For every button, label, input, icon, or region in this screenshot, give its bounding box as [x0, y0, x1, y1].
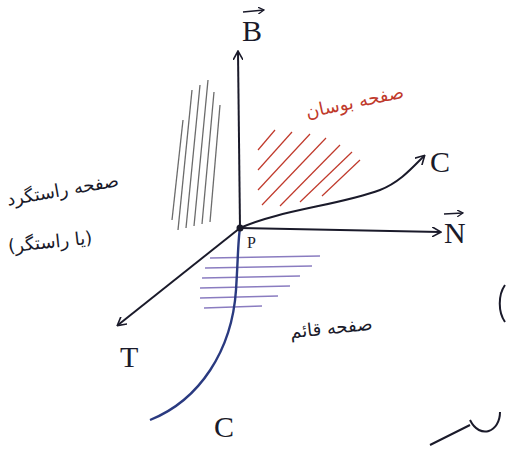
- plane-label: صفحه قائم: [289, 314, 373, 342]
- rectifying-hatch: [172, 80, 220, 230]
- curve-label: C: [430, 145, 450, 178]
- fragment-stroke: [430, 425, 470, 445]
- point-label: P: [247, 234, 256, 252]
- t-axis: [118, 228, 240, 325]
- fragment-stroke: [470, 412, 500, 432]
- vector-label: N: [444, 216, 466, 249]
- point-p: [237, 225, 244, 232]
- vector-label: T: [120, 340, 138, 373]
- plane-label: صفحه راستگرد: [5, 170, 120, 209]
- n-axis: [240, 228, 440, 232]
- b-axis: [238, 52, 240, 228]
- vector-label: B: [242, 14, 262, 47]
- vector-arrow: [243, 10, 264, 12]
- normal-hatch: [200, 256, 320, 308]
- plane-label: صفحه بوسان: [304, 82, 405, 122]
- fragment-stroke: [500, 285, 505, 322]
- plane-label: (یا راستگر): [7, 228, 93, 257]
- curve-lower: [150, 228, 240, 420]
- osculating-hatch: [258, 130, 360, 206]
- vector-arrow: [444, 213, 463, 214]
- curve-label: C: [214, 410, 234, 443]
- curve-upper: [240, 156, 424, 228]
